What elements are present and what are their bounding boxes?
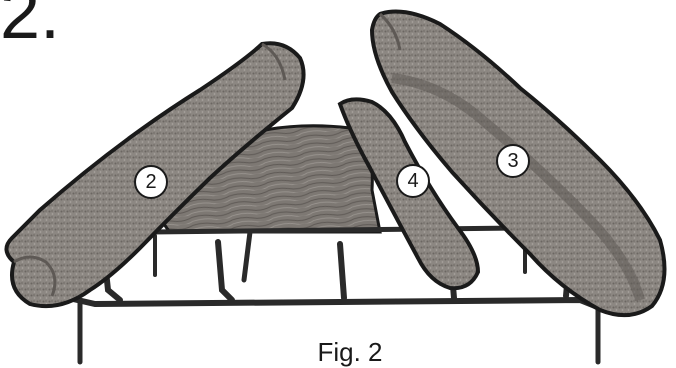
callout-log-3: 3 (496, 144, 530, 178)
callout-log-2: 2 (134, 165, 168, 199)
figure-caption: Fig. 2 (300, 336, 400, 368)
callout-log-4: 4 (396, 164, 430, 198)
